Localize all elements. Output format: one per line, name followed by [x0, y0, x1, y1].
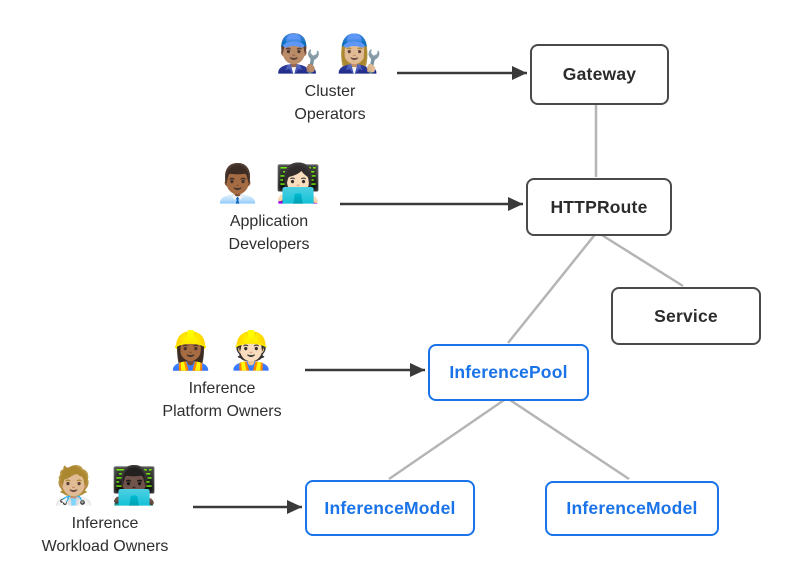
node-gateway-label: Gateway — [562, 64, 637, 84]
edge-inferencepool-inferencemodel-left — [388, 396, 508, 481]
node-inferencepool: InferencePool — [428, 344, 589, 401]
edge-httproute-inferencepool — [507, 231, 598, 344]
node-service: Service — [611, 287, 761, 345]
persona-inference-platform-owners: 👷🏾‍♀️ 👷🏻 Inference Platform Owners — [117, 329, 327, 423]
inference-workload-owners-label: Inference Workload Owners — [41, 515, 169, 555]
node-httproute: HTTPRoute — [526, 178, 672, 236]
persona-cluster-operators: 👨🏽‍🔧 👩🏼‍🔧 Cluster Operators — [225, 32, 435, 126]
mechanics-emoji: 👨🏽‍🔧 👩🏼‍🔧 — [275, 33, 385, 74]
persona-application-developers: 👨🏾‍💼 👩🏻‍💻 Application Developers — [164, 162, 374, 256]
edge-inferencepool-inferencemodel-right — [506, 396, 630, 481]
node-httproute-label: HTTPRoute — [550, 196, 648, 217]
workload-owners-emoji: 🧑🏼‍⚕️ 👨🏿‍💻 — [50, 465, 160, 506]
edge-httproute-service — [596, 230, 684, 288]
node-inferencemodel-right-label: InferenceModel — [566, 498, 698, 518]
persona-inference-workload-owners: 🧑🏼‍⚕️ 👨🏿‍💻 Inference Workload Owners — [0, 464, 210, 558]
application-developers-label: Application Developers — [228, 213, 310, 253]
construction-workers-emoji: 👷🏾‍♀️ 👷🏻 — [167, 330, 277, 371]
node-gateway: Gateway — [530, 44, 669, 105]
node-inferencemodel-left: InferenceModel — [305, 480, 475, 536]
node-inferencemodel-right: InferenceModel — [545, 481, 719, 536]
cluster-operators-label: Cluster Operators — [294, 83, 366, 123]
developers-emoji: 👨🏾‍💼 👩🏻‍💻 — [214, 163, 324, 204]
inference-platform-owners-label: Inference Platform Owners — [162, 380, 282, 420]
node-inferencemodel-left-label: InferenceModel — [324, 497, 456, 518]
node-inferencepool-label: InferencePool — [449, 362, 568, 382]
node-service-label: Service — [654, 305, 718, 326]
